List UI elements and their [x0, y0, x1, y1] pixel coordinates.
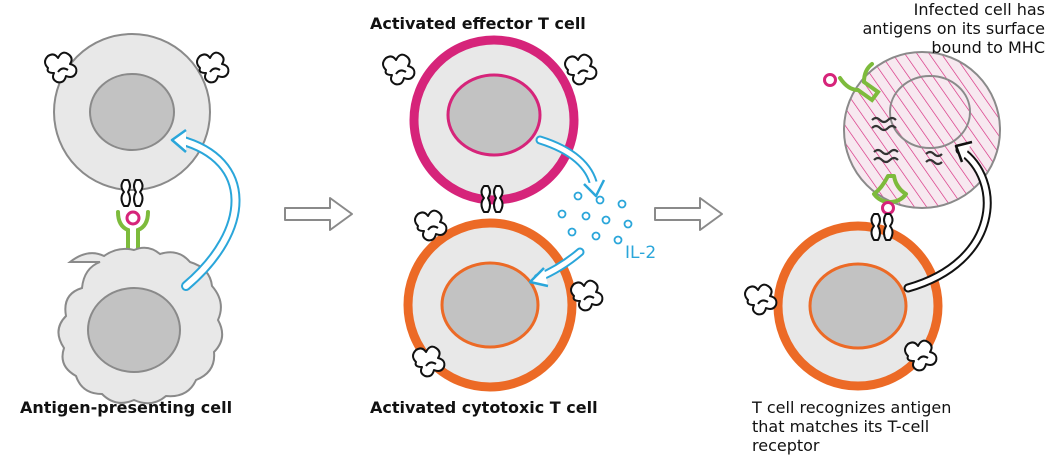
infected-cell-label-line: Infected cell has — [913, 0, 1045, 19]
right-panel — [744, 51, 1001, 391]
left-panel — [44, 33, 241, 405]
antigen-mhc-icon — [116, 210, 150, 254]
antigen-presenting-cell-label: Antigen-presenting cell — [20, 398, 233, 417]
il2-molecules — [557, 191, 633, 245]
naive-t-cell-nucleus — [89, 73, 175, 151]
antigen-mhc-icon — [823, 62, 881, 103]
middle-panel — [382, 35, 633, 392]
infected-cell-nucleus — [889, 75, 971, 149]
pathogen-icon — [871, 116, 943, 166]
cytotoxic-t-cell-label: Activated cytotoxic T cell — [370, 398, 598, 417]
effector-t-cell-label: Activated effector T cell — [370, 14, 586, 33]
recognition-label-line: T cell recognizes antigen — [752, 398, 952, 417]
receptor-icon — [382, 53, 416, 86]
infected-cell-label-line: bound to MHC — [931, 38, 1045, 57]
infected-cell-label: Infected cell has antigens on its surfac… — [820, 0, 1045, 57]
il2-label: IL-2 — [625, 243, 657, 263]
recognition-label-line: that matches its T-cell — [752, 417, 930, 436]
infected-cell-label-line: antigens on its surface — [862, 19, 1045, 38]
recognizing-t-cell-nucleus — [808, 262, 908, 350]
step-arrow-icon — [654, 197, 723, 231]
step-arrow-icon — [284, 197, 353, 231]
recognition-label: T cell recognizes antigen that matches i… — [752, 398, 1042, 455]
effector-t-cell-nucleus — [446, 73, 542, 157]
receptor-icon — [564, 53, 598, 86]
cytotoxic-t-cell-nucleus — [440, 261, 540, 349]
apc-nucleus — [87, 287, 181, 373]
recognition-label-line: receptor — [752, 436, 820, 455]
receptor-icon — [744, 283, 778, 316]
antigen-mhc-icon — [872, 174, 908, 215]
